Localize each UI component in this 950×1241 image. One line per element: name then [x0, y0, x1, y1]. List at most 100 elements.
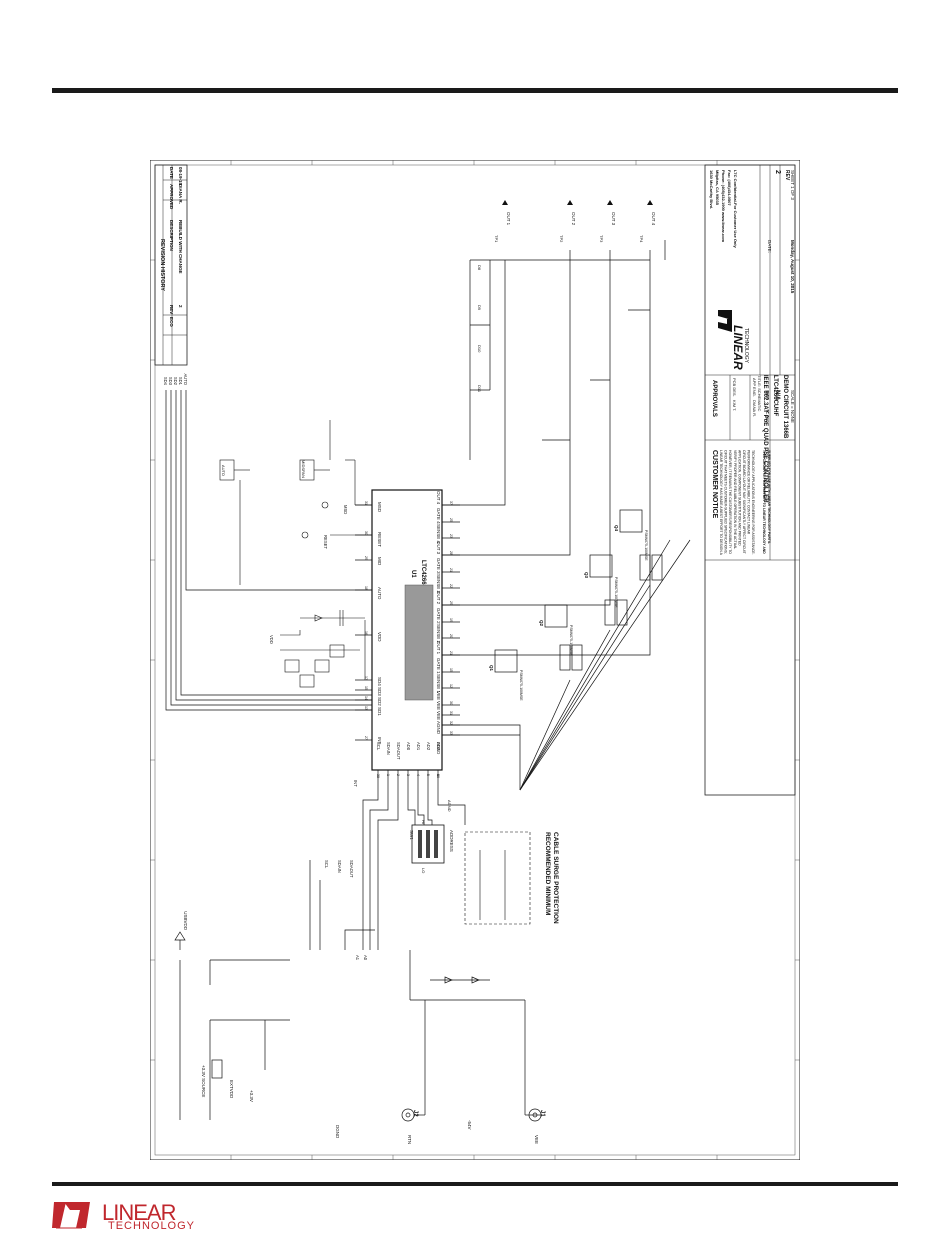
ic-right-pin-num: 37	[449, 501, 453, 505]
ic-left-pin-name: AUTO	[377, 587, 382, 600]
address-label: ADDRESS	[449, 830, 454, 852]
pcb-des-label: PCB DES.	[732, 378, 737, 397]
mosfet-part-label: PSMN075-100MSE	[569, 625, 573, 656]
ic-right-pin-name: AGND	[436, 721, 441, 735]
sw-lo: LO	[421, 868, 426, 873]
output-label: OUT 1	[506, 212, 511, 226]
app-eng-label: APP ENG.	[752, 378, 757, 397]
approvals-title: APPROVALS	[711, 380, 717, 417]
rev-header: APPROVED	[169, 184, 174, 210]
a1-label: A1	[355, 955, 360, 961]
rev-history-title: REVISION HISTORY	[159, 239, 165, 291]
output-diode-label: D10	[477, 345, 482, 353]
ic-exposed-pad	[404, 584, 434, 701]
jumpers-and-buttons	[219, 420, 372, 585]
ic-bottom-pin-name: SCL	[376, 742, 381, 751]
ic-left-pin-num: 16	[364, 631, 368, 635]
vee-label: VEE	[534, 1135, 539, 1144]
extvdd-label: EXTVDD	[229, 1080, 234, 1099]
title-text: IEEE 802.3AT PoE QUAD PSE CONTROLLER	[762, 375, 768, 503]
footer-brand: LINEAR	[102, 1200, 176, 1225]
rev-header: DESCRIPTION	[169, 220, 174, 251]
ic-right-pin-num: 21	[449, 651, 453, 655]
ic-right-pin-name: OUT 4	[436, 491, 441, 505]
ic-right-pin-num: 32	[449, 721, 453, 725]
ic-left-pin-num: 17	[364, 676, 368, 680]
ic-right-pin-name: GATE 1	[436, 658, 441, 674]
app-eng-name: DIANA R.	[752, 400, 757, 417]
ic-right-pin-name: VEE	[436, 711, 441, 720]
ic-ref: U1	[410, 570, 416, 578]
scl-label: SCL	[324, 860, 329, 869]
ic-right-pin-name: SENSE 1	[436, 674, 441, 694]
sheet-text: SHEET 1 OF 3	[790, 170, 795, 200]
company-address-line: Phone: (408)432-1900 www.linear.com	[721, 170, 726, 243]
customer-notice-line: HOWEVER, IT REMAINS THE CUSTOMER'S RESPO…	[728, 450, 732, 554]
ic-right-pin-num: 12	[449, 684, 453, 688]
ic-right-pin-num: 30	[449, 701, 453, 705]
rev-header: ECO	[169, 317, 174, 327]
customer-notice-title: CUSTOMER NOTICE	[711, 450, 718, 519]
output-tp-label: TP2	[559, 235, 564, 243]
output-label: OUT 4	[651, 212, 656, 226]
ic-right-pin-num: 21	[449, 568, 453, 572]
size-label: SIZE	[765, 390, 770, 400]
ic-left-pin-name: SD1	[377, 707, 382, 716]
control-bus	[165, 390, 372, 711]
mosfet-part-label: PSMN075-100MSE	[519, 670, 523, 701]
ic-right-pin-num: 31	[449, 711, 453, 715]
ic-left-pin-num: 15	[364, 686, 368, 690]
a0-label: A0	[363, 955, 368, 961]
footer-logo: LINEAR TECHNOLOGY	[52, 1198, 194, 1234]
output-arrow-icon	[607, 200, 613, 205]
ic-right-pin-num: 23	[449, 534, 453, 538]
jp-midspan-label: MIDSPAN	[301, 460, 306, 478]
mosfet-label: Q1	[489, 665, 494, 672]
ic-left-pin-name: RESET	[377, 532, 382, 547]
rev-row-cell: 2	[178, 305, 183, 308]
dgnd-label: DGND	[335, 1125, 340, 1139]
company-address-line: Fax: (408)434-0507	[727, 170, 732, 206]
output-label: OUT 2	[571, 212, 576, 226]
bus-signal-label: SD4	[163, 377, 168, 386]
surge-subtitle: CABLE SURGE PROTECTION	[552, 832, 559, 924]
ic-part: LTC4266	[420, 560, 426, 585]
ic-left-pin-num: 14	[364, 696, 368, 700]
jp-auto-label: AUTO	[221, 465, 226, 476]
footer-logo-icon	[52, 1202, 90, 1229]
ic-right-pin-name: VEE	[436, 701, 441, 710]
rev-value: 2	[774, 170, 781, 174]
ic-right-pin-name: OUT 3	[436, 541, 441, 555]
linear-logo-icon	[718, 310, 732, 332]
output-tp-label: TP4	[639, 235, 644, 243]
date-value: Monday, August 10, 2015	[790, 240, 795, 294]
ic-bottom-pin-name: AD0	[406, 742, 411, 751]
ic-left-pin-num: 27	[364, 736, 368, 740]
agnd-label: AGND	[447, 800, 452, 812]
ic-bottom-pin-name: AD2	[426, 742, 431, 751]
usbvdd-label: USBVDD	[183, 911, 188, 931]
sw1-label: SW1	[409, 830, 414, 840]
company-address-line: Milpitas, CA 95035	[715, 170, 720, 206]
ic-bottom-pin-name: AD3	[436, 742, 441, 751]
ic-right-pin-num: 29	[449, 601, 453, 605]
customer-notice-line: CIRCUIT BOARD LAYOUT MAY SIGNIFICANTLY A…	[742, 450, 746, 554]
output-diode-label: D9	[477, 305, 482, 311]
title-logo-sub: TECHNOLOGY	[743, 328, 749, 364]
ltc4266-ic: U1 LTC4266 MSD31RESET30MID29AUTO18VDD16S…	[355, 489, 460, 778]
ic-right-pin-name: SENSE 4	[436, 524, 441, 544]
ic-left-pin-name: INT	[377, 737, 382, 745]
output-tp-label: TP1	[494, 235, 499, 243]
ic-bottom-pin-name: SDAIN	[386, 742, 391, 755]
customer-notice-footer-line: THIS CIRCUIT IS PROPRIETARY TO LINEAR TE…	[762, 450, 766, 554]
ic-right-pin-num: 22	[449, 584, 453, 588]
title-logo-text: LINEAR	[731, 325, 745, 370]
power-input	[174, 931, 542, 1122]
ic-left-pin-num: 13	[364, 706, 368, 710]
ic-right-pin-name: OUT 1	[436, 641, 441, 655]
ic-right-pin-num: 20	[449, 634, 453, 638]
ic-left-pin-name: MSD	[377, 502, 382, 513]
output-tp-label: TP3	[599, 235, 604, 243]
rev-row-cell: REBUILD WITH CHANGE	[178, 220, 183, 274]
